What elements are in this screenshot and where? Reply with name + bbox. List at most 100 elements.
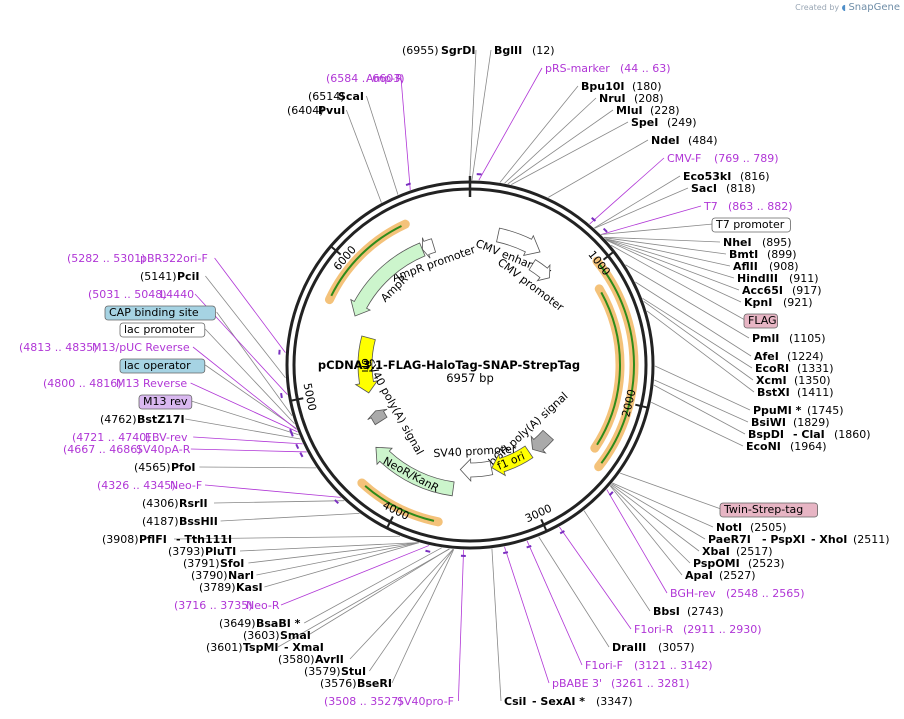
leader-line (190, 382, 298, 433)
label-bpu10i: Bpu10I (581, 80, 625, 93)
label-bsiwi: BsiWI (751, 416, 786, 429)
label-neo-f: Neo-F (170, 479, 202, 492)
label-4762: (4762) (100, 413, 137, 426)
leader-line (610, 485, 691, 564)
label-4800-4816: (4800 .. 4816) (43, 377, 122, 390)
label-899: (899) (767, 248, 797, 261)
label-208: (208) (634, 92, 664, 105)
insert-orf-arc-outer-line (598, 264, 635, 464)
label-5141: (5141) (140, 270, 177, 283)
leader-line (646, 310, 755, 393)
leader-line (346, 109, 382, 203)
feature-bgh-poly-a-signal (530, 429, 554, 454)
primer-mark (608, 491, 614, 497)
insert-highlight-arcs (324, 219, 639, 527)
label-bspdi: BspDI (748, 428, 784, 441)
feature-cmv-enhancer (496, 227, 541, 256)
label-4326-4345: (4326 .. 4345) (97, 479, 176, 492)
label-t7: T7 (703, 200, 718, 213)
leader-line (192, 346, 297, 430)
leader-line (603, 236, 721, 243)
label-econi: EcoNI (746, 440, 781, 453)
label-sv40pro-f: SV40pro-F (397, 695, 454, 708)
label-3347: (3347) (596, 695, 633, 708)
leader-line (601, 223, 714, 235)
label-2527: (2527) (719, 569, 756, 582)
label-paer7i: PaeR7I (708, 533, 751, 546)
leader-line (635, 281, 752, 357)
label-f1ori-f: F1ori-F (585, 659, 623, 672)
leader-line (612, 482, 714, 528)
primer-mark (299, 452, 304, 458)
leader-line (526, 540, 583, 666)
label-pcii: PciI (177, 270, 199, 283)
leader-line (190, 448, 307, 453)
leader-line (280, 545, 430, 606)
label-saci: SacI (691, 182, 717, 195)
leader-line (589, 157, 665, 225)
feature-cmv-promoter (528, 259, 551, 282)
primer-mark (295, 443, 300, 450)
label-4721-4740: (4721 .. 4740) (72, 431, 151, 444)
label-stui: StuI (341, 665, 366, 678)
leader-line (511, 121, 629, 186)
label-249: (249) (667, 116, 697, 129)
label-aflii: AflII (733, 260, 758, 273)
label-6514: (6514) (308, 90, 345, 103)
label-6404: (6404) (287, 104, 324, 117)
label-xbai: XbaI (702, 545, 730, 558)
feature-ori (354, 335, 379, 394)
label-prs-marker: pRS-marker (545, 62, 610, 75)
feature-label-neor-kanr: NeoR/KanR (381, 454, 442, 495)
label-nrui: NruI (599, 92, 626, 105)
label-ecori: EcoRI (755, 362, 789, 375)
label-bglii: BglII (494, 44, 522, 57)
primer-mark (602, 227, 608, 233)
label-2548-2565: (2548 .. 2565) (726, 587, 805, 600)
leader-line (193, 436, 303, 445)
label-f1ori-r: F1ori-R (634, 623, 674, 636)
label-5282-5301: (5282 .. 5301) (67, 252, 146, 265)
leader-line (214, 257, 286, 353)
label-2505: (2505) (750, 521, 787, 534)
label-pbabe-3: pBABE 3' (552, 677, 602, 690)
label-sgrdi: SgrDI (441, 44, 475, 57)
feature-ampr-promoter (422, 237, 437, 259)
leader-line (620, 472, 722, 510)
label-apai: ApaI (685, 569, 713, 582)
label-3580: (3580) (278, 653, 315, 666)
label-3908: (3908) (102, 533, 139, 546)
leader-line (391, 549, 455, 684)
leader-line (610, 484, 700, 552)
leader-line (610, 244, 746, 321)
snapgene-credit: Created by ◖ SnapGene (795, 2, 900, 13)
label-box-cap-binding-site (104, 305, 216, 321)
label-3576: (3576) (320, 677, 357, 690)
feature-sv40-promoter (459, 458, 494, 483)
credit-brand: SnapGene (848, 2, 900, 13)
label-spei: SpeI (631, 116, 658, 129)
tick-mark (290, 397, 304, 402)
leader-line (220, 513, 360, 522)
leader-line (204, 364, 297, 429)
label-3508-3527: (3508 .. 3527) (324, 695, 403, 708)
label-t7-promoter: T7 promoter (715, 218, 785, 231)
leader-line (600, 205, 702, 235)
plasmid-length: 6957 bp (446, 371, 494, 385)
primer-mark (280, 392, 283, 399)
label-noti: NotI (716, 521, 742, 534)
label-1224: (1224) (787, 350, 824, 363)
label-bsabi: BsaBI * (256, 617, 301, 630)
label-818: (818) (726, 182, 756, 195)
plasmid-name: pCDNA3.1-FLAG-HaloTag-SNAP-StrepTag (318, 358, 580, 372)
label-3579: (3579) (304, 665, 341, 678)
label-3601: (3601) (206, 641, 243, 654)
feature-f1-ori (491, 445, 534, 477)
leader-line (507, 109, 614, 185)
leader-line (504, 97, 597, 184)
leader-line (609, 485, 683, 576)
label-tth111i: - Tth111I (176, 533, 232, 546)
label-4187: (4187) (142, 515, 179, 528)
leader-line (606, 240, 742, 303)
label-1829: (1829) (793, 416, 830, 429)
